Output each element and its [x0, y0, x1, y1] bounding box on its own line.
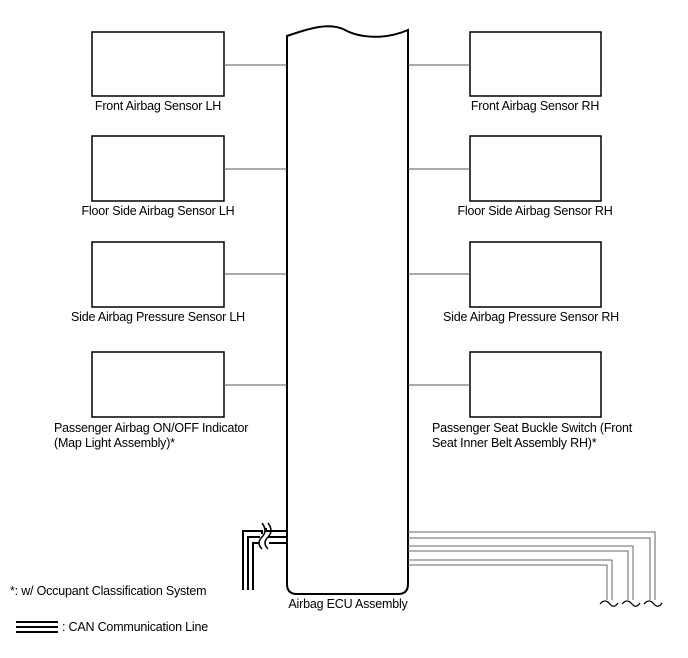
passenger-airbag-indicator-label-line1: Passenger Airbag ON/OFF Indicator: [54, 421, 249, 435]
passenger-seat-buckle-switch-label-line1: Passenger Seat Buckle Switch (Front: [432, 421, 633, 435]
side-airbag-pressure-sensor-rh-box: [469, 241, 602, 308]
floor-side-airbag-sensor-rh-label: Floor Side Airbag Sensor RH: [457, 204, 613, 218]
passenger-seat-buckle-switch-box: [469, 351, 602, 418]
side-airbag-pressure-sensor-lh-label: Side Airbag Pressure Sensor LH: [71, 310, 245, 324]
side-airbag-pressure-sensor-rh-label: Side Airbag Pressure Sensor RH: [442, 310, 620, 324]
right-bottom-wires: [408, 531, 656, 600]
can-line-legend-label: : CAN Communication Line: [62, 620, 208, 634]
can-legend-symbol: [16, 621, 58, 633]
passenger-airbag-indicator-label-line2: (Map Light Assembly)*: [54, 436, 175, 450]
front-airbag-sensor-lh-box: [91, 31, 225, 97]
airbag-ecu-label: Airbag ECU Assembly: [288, 597, 408, 611]
floor-side-airbag-sensor-rh-box: [469, 135, 602, 202]
passenger-seat-buckle-switch-label-line2: Seat Inner Belt Assembly RH)*: [432, 436, 597, 450]
floor-side-airbag-sensor-lh-box: [91, 135, 225, 202]
floor-side-airbag-sensor-lh-label: Floor Side Airbag Sensor LH: [81, 204, 235, 218]
occupant-classification-footnote: *: w/ Occupant Classification System: [10, 584, 207, 598]
front-airbag-sensor-rh-box: [469, 31, 602, 97]
left-connection-lines: [224, 64, 287, 386]
wire-break-marks: [599, 600, 663, 607]
front-airbag-sensor-lh-label: Front Airbag Sensor LH: [94, 99, 222, 113]
passenger-airbag-indicator-box: [91, 351, 225, 418]
can-communication-line: [242, 522, 287, 590]
airbag-ecu-body: [286, 25, 409, 595]
front-airbag-sensor-rh-label: Front Airbag Sensor RH: [470, 99, 600, 113]
side-airbag-pressure-sensor-lh-box: [91, 241, 225, 308]
right-connection-lines: [408, 64, 470, 386]
